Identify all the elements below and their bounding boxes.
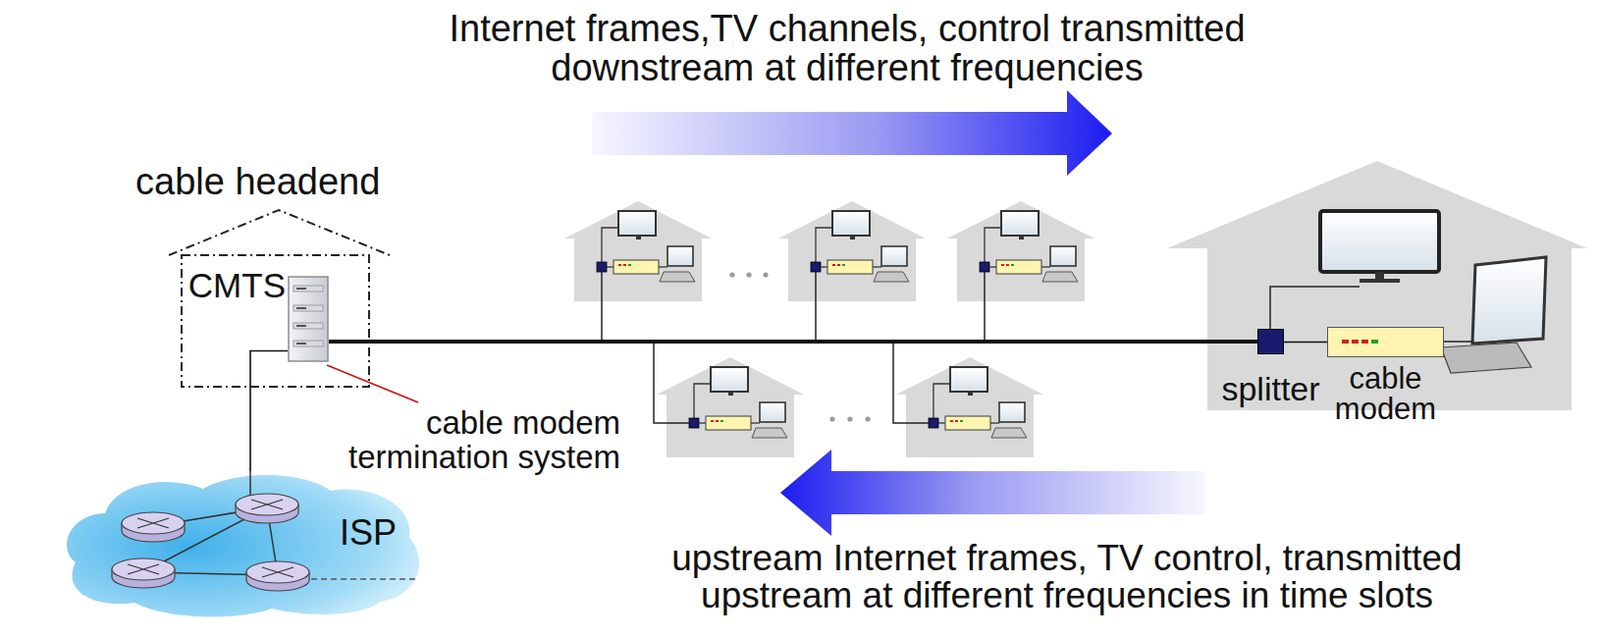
modem-cable bbox=[1283, 341, 1328, 344]
drop-cables bbox=[601, 271, 985, 424]
cmts-isp-link bbox=[250, 351, 288, 472]
splitter-box: splitter bbox=[1257, 328, 1284, 355]
callout-label: cable modem termination system bbox=[325, 405, 621, 475]
headend-outline: cable headendCMTS bbox=[168, 209, 390, 388]
downstream-caption: Internet frames,TV channels, control tra… bbox=[395, 8, 1299, 88]
node-label: cable modem bbox=[1322, 363, 1450, 425]
ellipsis-dots bbox=[729, 271, 870, 422]
node-label: splitter bbox=[1221, 370, 1320, 408]
leader-line bbox=[326, 365, 419, 403]
upstream-caption: upstream Internet frames, TV control, tr… bbox=[625, 539, 1509, 615]
node-label: cable headend bbox=[135, 160, 380, 203]
upstream-arrow bbox=[780, 449, 1205, 536]
isp-cloud: ISP bbox=[55, 469, 423, 617]
cmts-rack: CMTS bbox=[287, 275, 329, 363]
node-label: ISP bbox=[339, 512, 397, 554]
downstream-arrow bbox=[591, 90, 1113, 176]
node-label: CMTS bbox=[188, 266, 286, 306]
coax-cable bbox=[328, 339, 1258, 344]
small-houses bbox=[564, 201, 1095, 458]
modem-leds bbox=[1328, 327, 1445, 359]
cable-modem-box: cable modem bbox=[1327, 326, 1444, 358]
cmts-rack-icon bbox=[287, 275, 329, 363]
